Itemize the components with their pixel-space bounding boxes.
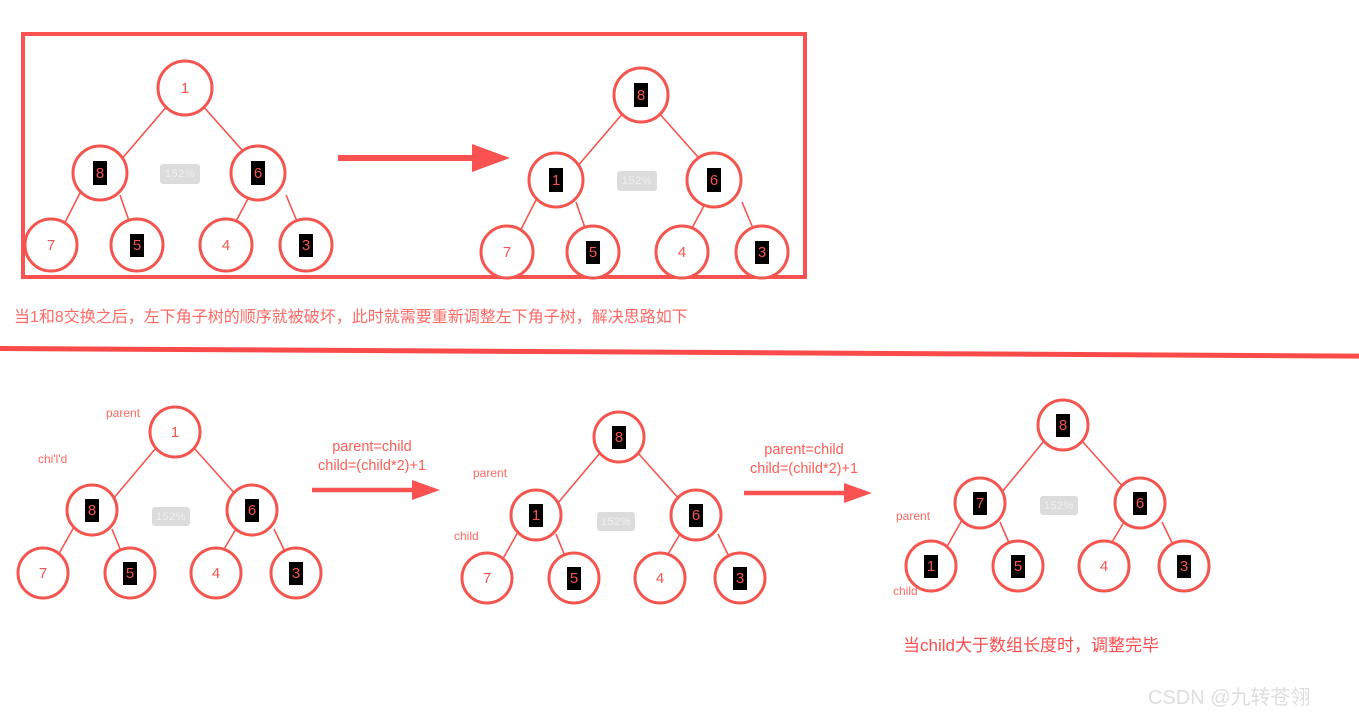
formula-2: parent=child child=(child*2)+1 xyxy=(750,441,858,479)
node-highlight xyxy=(529,504,543,527)
step-2-tag-child: child xyxy=(454,529,479,543)
formula-2-line2: child=(child*2)+1 xyxy=(750,461,859,477)
node-value: 8 xyxy=(615,429,623,446)
node-value: 1 xyxy=(181,80,189,97)
node-highlight xyxy=(549,168,563,192)
node-highlight xyxy=(1011,555,1025,578)
tree-nodes: 8 7 6 1 5 4 3 xyxy=(904,398,1211,593)
step-1-to-2-arrow xyxy=(312,478,442,502)
tree-nodes: 8 1 6 7 5 4 3 xyxy=(460,410,767,605)
node-highlight xyxy=(612,426,626,449)
step-2-tree: 8 1 6 7 5 4 3 xyxy=(450,408,780,608)
step-1-tag-parent: parent xyxy=(106,406,141,420)
formula-2-line1: parent=child xyxy=(764,442,844,458)
node-highlight xyxy=(1056,414,1070,437)
section-divider xyxy=(0,346,1359,359)
tree-nodes: 1 8 6 7 5 4 3 xyxy=(16,405,323,600)
node-highlight xyxy=(245,499,259,522)
node-value: 5 xyxy=(126,565,134,582)
node-value: 8 xyxy=(96,165,104,182)
node-highlight xyxy=(1133,492,1147,515)
formula-1-line1: parent=child xyxy=(332,439,412,455)
top-tree-after: 8 1 6 7 5 4 3 xyxy=(470,62,800,280)
formula-1: parent=child child=(child*2)+1 xyxy=(318,438,426,476)
zoom-badge-4: 152% xyxy=(597,512,635,531)
step-2-tag-parent: parent xyxy=(473,466,508,480)
node-value: 3 xyxy=(736,570,744,587)
node-value: 5 xyxy=(133,237,141,254)
step-1-tag-child: chi'l'd xyxy=(38,452,68,466)
top-panel-frame xyxy=(21,32,807,279)
node-value: 5 xyxy=(589,244,597,261)
node-value: 4 xyxy=(212,565,220,582)
node-highlight xyxy=(299,234,313,257)
node-value: 1 xyxy=(171,424,179,441)
node-value: 3 xyxy=(758,244,766,261)
step-3-tree: 8 7 6 1 5 4 3 xyxy=(900,396,1230,596)
top-transform-arrow xyxy=(338,140,513,176)
node-value: 1 xyxy=(927,558,935,575)
node-highlight xyxy=(689,504,703,527)
zoom-badge-3: 152% xyxy=(152,507,190,526)
tree-nodes: 8 1 6 7 5 4 3 xyxy=(479,66,790,280)
node-value: 7 xyxy=(503,244,511,261)
node-highlight xyxy=(567,567,581,590)
tree-nodes: 1 8 6 7 5 4 xyxy=(23,59,334,273)
node-highlight xyxy=(85,499,99,522)
top-caption: 当1和8交换之后，左下角子树的顺序就被破坏，此时就需要重新调整左下角子树，解决思… xyxy=(14,309,688,326)
node-value: 5 xyxy=(1014,558,1022,575)
node-highlight xyxy=(93,161,107,185)
node-highlight xyxy=(123,562,137,585)
node-value: 6 xyxy=(710,172,718,189)
node-value: 1 xyxy=(532,507,540,524)
csdn-watermark: CSDN @九转苍翎 xyxy=(1148,687,1311,709)
node-highlight xyxy=(733,567,747,590)
step-3-tag-parent: parent xyxy=(896,509,931,523)
node-value: 1 xyxy=(552,172,560,189)
node-value: 6 xyxy=(692,507,700,524)
node-value: 7 xyxy=(976,495,984,512)
node-value: 3 xyxy=(292,565,300,582)
node-value: 8 xyxy=(637,87,645,104)
node-highlight xyxy=(289,562,303,585)
node-highlight xyxy=(924,555,938,578)
node-highlight xyxy=(755,241,769,264)
zoom-badge: 152% xyxy=(160,164,200,184)
node-highlight xyxy=(130,234,144,257)
node-value: 7 xyxy=(39,565,47,582)
node-value: 5 xyxy=(570,570,578,587)
node-highlight xyxy=(634,83,648,107)
node-value: 7 xyxy=(47,237,55,254)
node-highlight xyxy=(586,241,600,264)
node-value: 4 xyxy=(678,244,686,261)
step-2-to-3-arrow xyxy=(744,481,874,505)
node-value: 4 xyxy=(1100,558,1108,575)
node-value: 4 xyxy=(656,570,664,587)
node-value: 4 xyxy=(222,237,230,254)
bottom-caption: 当child大于数组长度时，调整完毕 xyxy=(903,636,1159,655)
node-highlight xyxy=(251,161,265,185)
node-value: 3 xyxy=(302,237,310,254)
node-value: 6 xyxy=(248,502,256,519)
node-value: 8 xyxy=(88,502,96,519)
top-tree-before: 1 8 6 7 5 4 xyxy=(18,55,348,273)
formula-1-line2: child=(child*2)+1 xyxy=(318,458,427,474)
node-value: 6 xyxy=(1136,495,1144,512)
node-highlight xyxy=(707,168,721,192)
zoom-badge-5: 152% xyxy=(1040,496,1078,515)
node-value: 8 xyxy=(1059,417,1067,434)
node-highlight xyxy=(1177,555,1191,578)
step-1-tree: 1 8 6 7 5 4 3 xyxy=(8,403,338,603)
node-value: 3 xyxy=(1180,558,1188,575)
node-value: 6 xyxy=(254,165,262,182)
zoom-badge-2: 152% xyxy=(617,171,657,191)
step-3-tag-child: child xyxy=(893,584,918,598)
node-highlight xyxy=(973,492,987,515)
node-value: 7 xyxy=(483,570,491,587)
